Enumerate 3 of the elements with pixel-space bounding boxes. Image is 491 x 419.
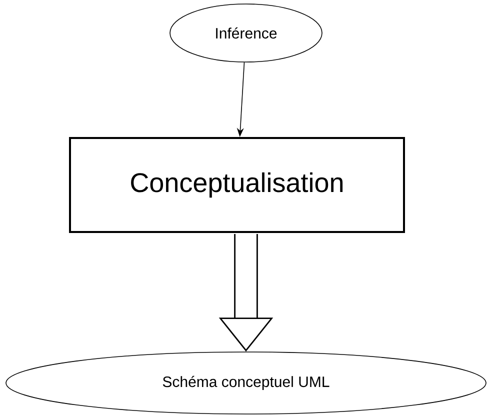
- process-box: Conceptualisation: [69, 137, 405, 233]
- ellipse-node: Schéma conceptuel UML: [6, 352, 486, 414]
- ellipse-node: Inférence: [170, 4, 322, 62]
